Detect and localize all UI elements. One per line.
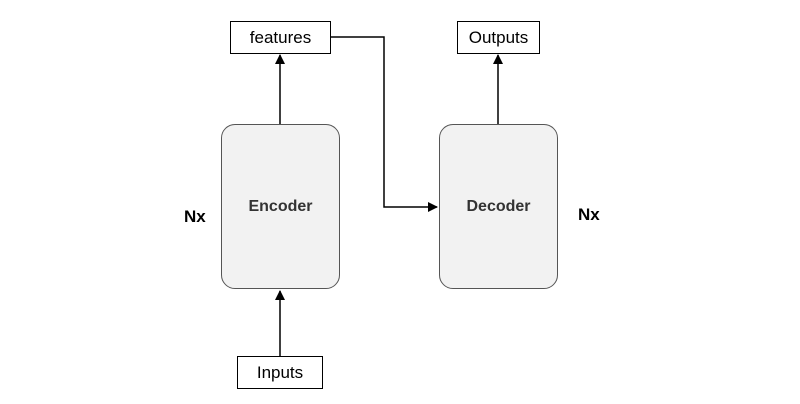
encoder-repeat-label: Nx [184,207,206,226]
encoder-block: Encoder [221,124,340,289]
features-label: features [230,21,331,54]
inputs-label: Inputs [237,356,323,389]
outputs-label: Outputs [457,21,540,54]
decoder-repeat-label: Nx [578,205,600,224]
decoder-block: Decoder [439,124,558,289]
arrow-features-to-decoder [331,36,438,212]
